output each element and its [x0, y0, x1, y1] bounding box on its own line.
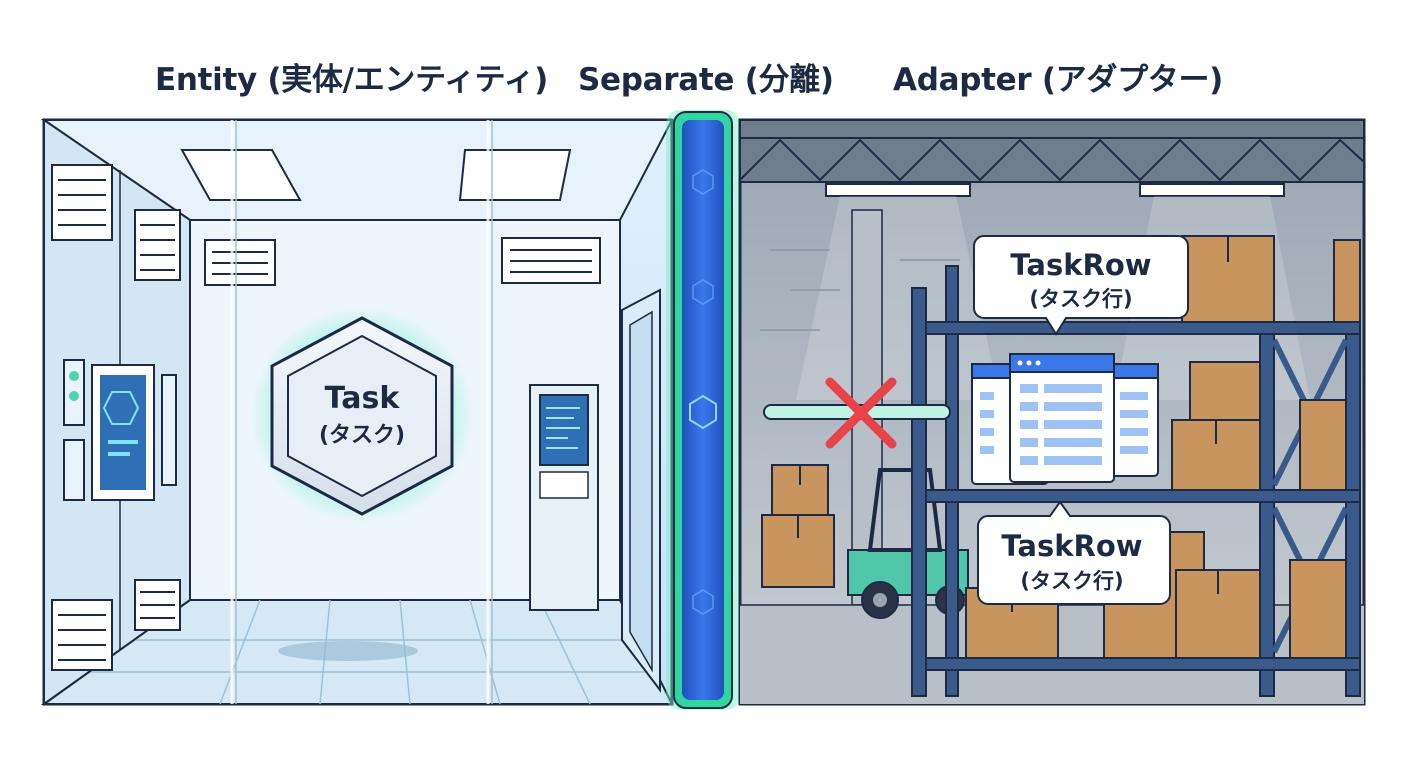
- task-row-tables: [972, 354, 1158, 484]
- task-subtitle: (タスク): [319, 423, 405, 448]
- taskrow-lower-subtitle: (タスク行): [1020, 569, 1123, 593]
- taskrow-lower-title: TaskRow: [1001, 529, 1142, 563]
- task-entity: Task (タスク): [250, 307, 474, 523]
- taskrow-upper-title: TaskRow: [1010, 248, 1151, 282]
- warehouse: TaskRow (タスク行) TaskRow (タスク行): [740, 120, 1364, 704]
- taskrow-upper-subtitle: (タスク行): [1029, 287, 1132, 311]
- task-title: Task: [325, 381, 401, 416]
- taskrow-label-lower: TaskRow (タスク行): [978, 502, 1170, 604]
- separator-barrier: [666, 110, 740, 710]
